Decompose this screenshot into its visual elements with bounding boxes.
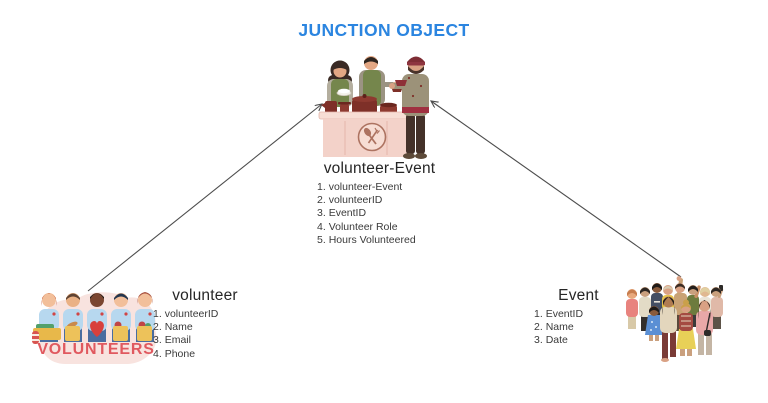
crowd-person bbox=[626, 289, 638, 329]
crowd-person bbox=[696, 300, 713, 355]
volunteer-object-block: volunteer volunteerID Name Email Phone bbox=[150, 287, 260, 361]
volunteers-label: VOLUNTEERS bbox=[37, 341, 155, 358]
junction-field-list: volunteer-Event volunteerID EventID Volu… bbox=[312, 181, 447, 247]
crowd-person bbox=[639, 287, 651, 331]
event-field: EventID bbox=[545, 308, 584, 320]
event-field: Date bbox=[545, 334, 568, 347]
cooking-pots bbox=[321, 94, 397, 114]
counter bbox=[318, 111, 414, 157]
event-field-list: EventID Name Date bbox=[531, 308, 626, 348]
event-heading: Event bbox=[558, 287, 599, 304]
crowd-person bbox=[676, 299, 696, 356]
donation-items bbox=[32, 321, 152, 344]
junction-field: Volunteer Role bbox=[328, 220, 398, 233]
junction-field: volunteerID bbox=[328, 194, 383, 207]
page-title: JUNCTION OBJECT bbox=[298, 20, 470, 40]
volunteer-heading: volunteer bbox=[172, 287, 238, 304]
server-woman-figure bbox=[327, 60, 353, 107]
junction-field: Hours Volunteered bbox=[328, 233, 416, 246]
crowd-illustration bbox=[626, 276, 724, 362]
event-object-block: Event EventID Name Date bbox=[531, 287, 626, 348]
crowd-person bbox=[711, 285, 724, 329]
volunteer-field: Name bbox=[164, 321, 193, 334]
junction-field: volunteer-Event bbox=[328, 181, 403, 193]
volunteer-field: Email bbox=[164, 334, 191, 347]
junction-object-block: volunteer-Event volunteer-Event voluntee… bbox=[312, 160, 447, 247]
volunteer-field: volunteerID bbox=[164, 308, 219, 320]
junction-heading: volunteer-Event bbox=[323, 160, 436, 177]
volunteer-field: Phone bbox=[164, 347, 196, 360]
connector-volunteer-to-junction bbox=[87, 104, 322, 292]
event-field: Name bbox=[545, 321, 574, 334]
customer-figure bbox=[389, 56, 429, 159]
volunteer-field-list: volunteerID Name Email Phone bbox=[150, 308, 260, 361]
junction-field: EventID bbox=[328, 207, 367, 220]
volunteers-illustration bbox=[32, 292, 157, 364]
food-counter-illustration bbox=[318, 56, 429, 159]
crowd-person bbox=[645, 306, 663, 341]
crowd-person bbox=[660, 296, 677, 362]
spoon-fork-logo-icon bbox=[357, 122, 387, 152]
